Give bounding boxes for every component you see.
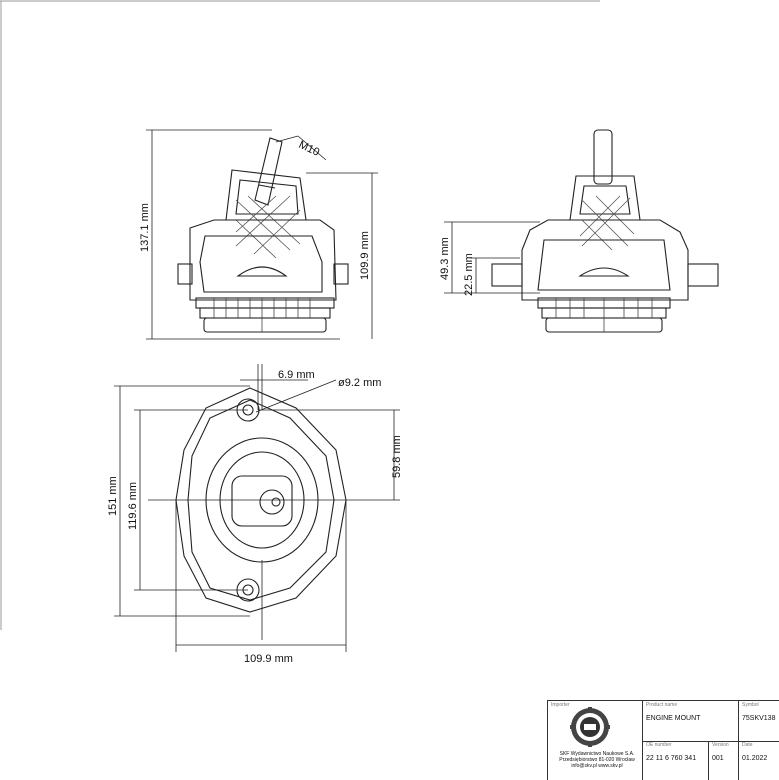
oe-number-label: OE number — [646, 742, 672, 748]
thread-label: M10 — [297, 139, 321, 159]
offset-label: 6.9 mm — [278, 369, 315, 381]
side-view-dimensions — [444, 221, 540, 294]
oe-number-cell: OE number 22 11 6 760 341 — [642, 741, 708, 780]
product-name-label: Product name — [646, 702, 678, 708]
title-block: Importer SKF Wydawnictwo Naukowe S.A. Pr… — [547, 700, 779, 780]
date-label: Date — [742, 742, 753, 748]
lower-height-label: 22.5 mm — [463, 253, 475, 296]
version-cell: Version 001 — [708, 741, 738, 780]
product-name: ENGINE MOUNT — [646, 715, 701, 722]
version-value: 001 — [712, 755, 724, 762]
front-view — [177, 137, 349, 333]
side-view — [491, 129, 719, 333]
company-line: Przedsiębiorstwo 81-020 Wrocław — [559, 757, 635, 764]
body-height-label: 109.9 mm — [359, 231, 371, 280]
hole-diameter-label: ø9.2 mm — [338, 377, 381, 389]
length-label: 151 mm — [107, 476, 119, 516]
importer-cell: Importer SKF Wydawnictwo Naukowe S.A. Pr… — [548, 701, 642, 780]
company-info: SKF Wydawnictwo Naukowe S.A. Przedsiębio… — [552, 751, 642, 770]
symbol-value: 75SKV138 — [742, 715, 776, 722]
company-line: SKF Wydawnictwo Naukowe S.A. — [559, 751, 635, 757]
bottom-view-dimensions — [114, 364, 400, 652]
width-label: 109.9 mm — [244, 653, 293, 665]
version-label: Version — [712, 742, 729, 748]
company-logo-icon — [570, 707, 610, 747]
overall-height-label: 137.1 mm — [139, 203, 151, 252]
front-view-dimensions — [146, 129, 378, 340]
upper-height-label: 49.3 mm — [439, 237, 451, 280]
company-line: info@skv.pl www.skv.pl — [571, 763, 623, 770]
date-cell: Date 01.2022 — [738, 741, 779, 780]
symbol-label: Symbol — [742, 702, 759, 708]
importer-label: Importer — [551, 702, 570, 708]
hole-spacing-label: 119.6 mm — [127, 482, 139, 530]
symbol-cell: Symbol 75SKV138 — [738, 701, 779, 741]
product-name-cell: Product name ENGINE MOUNT — [642, 701, 738, 741]
center-offset-label: 59.8 mm — [391, 435, 403, 478]
date-value: 01.2022 — [742, 755, 768, 762]
oe-number: 22 11 6 760 341 — [646, 755, 697, 762]
